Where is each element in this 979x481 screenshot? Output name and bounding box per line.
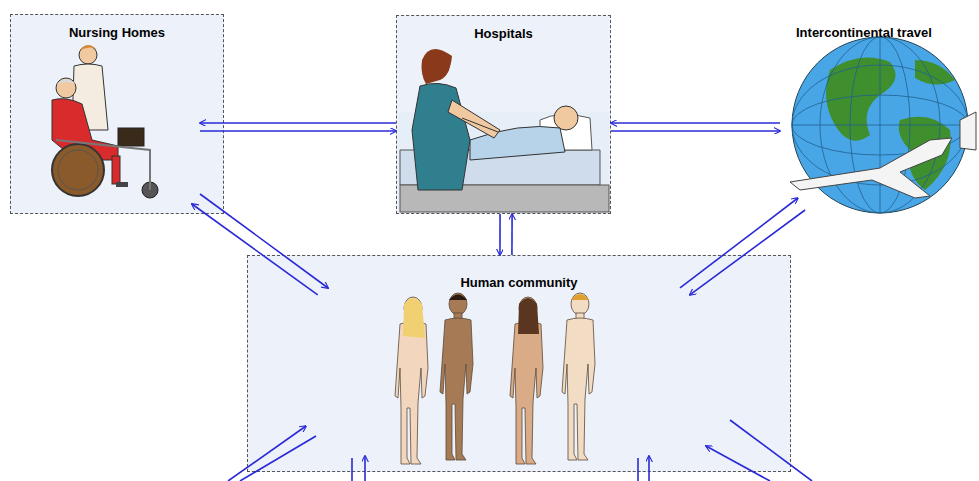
flow-arrow	[680, 198, 798, 288]
region-title: Human community	[460, 275, 577, 290]
flow-arrow	[690, 210, 805, 295]
globe-illustration	[790, 37, 976, 213]
region-title: Intercontinental travel	[796, 25, 932, 40]
hospital-illustration	[398, 49, 609, 212]
flow-arrow	[611, 122, 780, 124]
flow-arrow	[200, 130, 396, 132]
flow-arrow	[611, 130, 780, 132]
people-illustration	[395, 293, 595, 464]
flow-arrow	[499, 214, 501, 255]
nursing-illustration	[52, 45, 158, 198]
flow-arrow	[200, 122, 396, 124]
region-title: Nursing Homes	[69, 25, 165, 40]
offpage-arrows	[228, 420, 812, 481]
flow-arrow	[511, 214, 513, 255]
flow-arrow	[200, 194, 328, 288]
region-title: Hospitals	[474, 26, 533, 41]
flow-arrow	[192, 204, 318, 295]
